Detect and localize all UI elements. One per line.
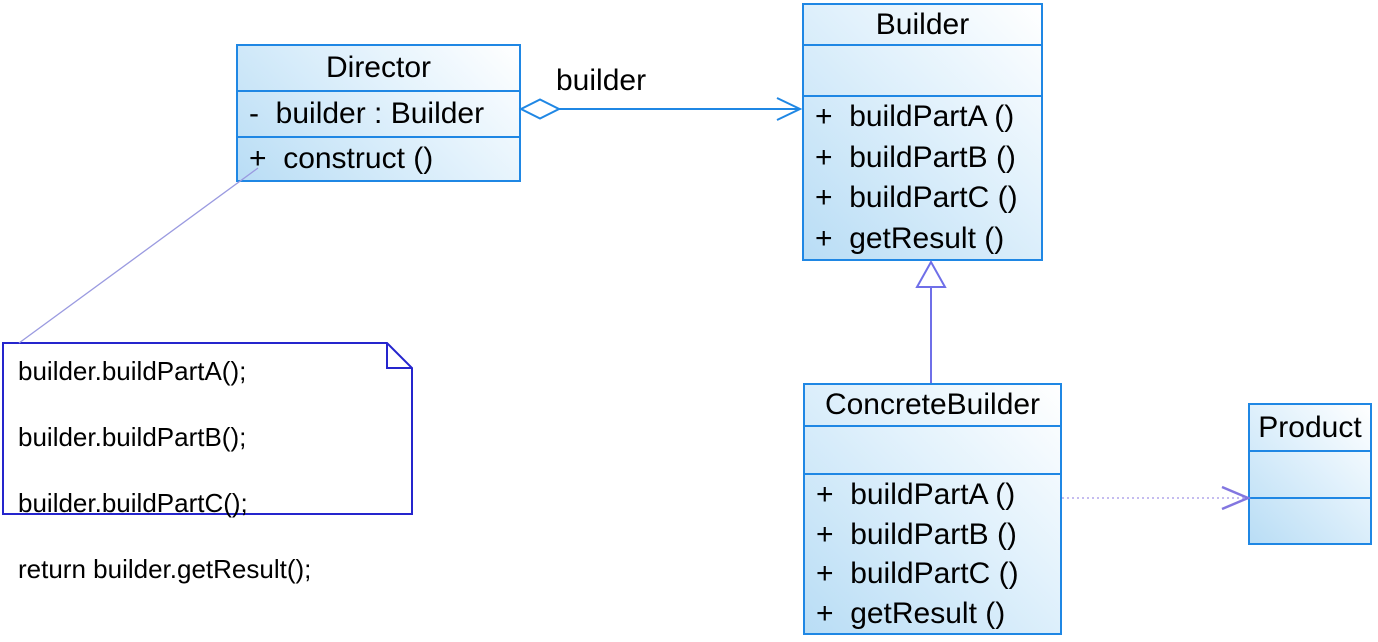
class-product-attributes — [1250, 450, 1370, 497]
method: + buildPartC () — [816, 557, 1019, 590]
note-code: builder.buildPartA(); builder.buildPartB… — [18, 355, 311, 586]
class-product-title: Product — [1258, 411, 1362, 444]
class-concrete-builder-methods: + buildPartA () + buildPartB () + buildP… — [805, 473, 1060, 633]
note-outline — [2, 342, 413, 515]
class-director-attributes: - builder : Builder — [238, 90, 519, 136]
note-link-line — [18, 167, 259, 344]
class-builder-methods: + buildPartA () + buildPartB () + buildP… — [804, 95, 1041, 259]
method: + getResult () — [815, 221, 1005, 255]
class-concrete-builder-attributes — [805, 425, 1060, 473]
method: + buildPartA () — [815, 100, 1015, 133]
note-line: builder.buildPartA(); — [18, 356, 247, 386]
class-builder: Builder + buildPartA () + buildPartB () … — [802, 3, 1043, 261]
class-director-title: Director — [325, 51, 431, 84]
method: + construct () — [249, 142, 434, 175]
method: + getResult () — [816, 596, 1006, 630]
dependency-connector — [1062, 485, 1252, 511]
attribute: - builder : Builder — [249, 97, 485, 130]
class-builder-attributes — [804, 44, 1041, 95]
note-line: builder.buildPartB(); — [18, 422, 247, 452]
class-product: Product — [1248, 403, 1372, 545]
class-director: Director - builder : Builder + construct… — [236, 44, 521, 182]
generalization-triangle-icon — [915, 259, 947, 288]
class-product-methods — [1250, 497, 1370, 543]
class-director-methods: + construct () — [238, 136, 519, 180]
code-note: builder.buildPartA(); builder.buildPartB… — [2, 342, 413, 584]
aggregation-connector — [518, 97, 803, 121]
aggregation-diamond-icon — [518, 98, 562, 120]
class-concrete-builder: ConcreteBuilder + buildPartA () + buildP… — [803, 383, 1062, 635]
class-concrete-builder-title: ConcreteBuilder — [824, 388, 1041, 421]
method: + buildPartC () — [815, 181, 1018, 214]
association-label-builder: builder — [556, 64, 647, 97]
method: + buildPartA () — [816, 478, 1016, 511]
note-fold-icon — [386, 343, 412, 369]
note-shape — [2, 342, 413, 515]
class-builder-title: Builder — [875, 8, 970, 41]
open-arrowhead-icon — [776, 97, 803, 121]
dependency-arrowhead-icon — [1221, 485, 1252, 511]
method: + buildPartB () — [815, 140, 1016, 174]
method: + buildPartB () — [816, 517, 1017, 551]
note-line: builder.buildPartC(); — [18, 488, 248, 518]
note-line: return builder.getResult(); — [18, 554, 312, 584]
generalization-connector — [915, 259, 947, 383]
